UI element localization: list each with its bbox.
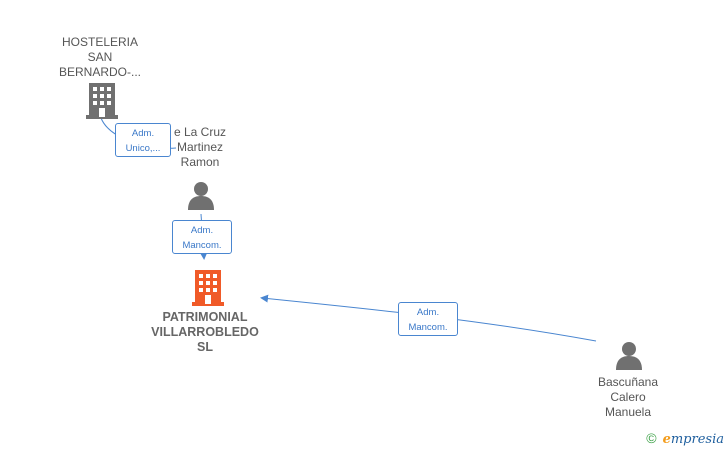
- badge-line: Mancom.: [182, 240, 222, 251]
- person-icon[interactable]: [186, 180, 216, 215]
- badge-line: Mancom.: [408, 322, 448, 333]
- label-line: SAN: [87, 50, 113, 64]
- edge-label-adm-mancom-2[interactable]: Adm. Mancom.: [398, 302, 458, 336]
- label-line: SL: [197, 340, 213, 354]
- label-line: HOSTELERIA: [61, 35, 139, 49]
- badge-line: Adm.: [131, 128, 155, 139]
- person-icon[interactable]: [614, 340, 644, 375]
- edge-label-adm-unico[interactable]: Adm. Unico,...: [115, 123, 171, 157]
- building-icon[interactable]: [192, 270, 224, 311]
- label-line: Martinez: [176, 140, 223, 154]
- label-line: Bascuñana: [597, 375, 659, 389]
- label-line: Ramon: [180, 155, 220, 169]
- edge-label-adm-mancom-1[interactable]: Adm. Mancom.: [172, 220, 232, 254]
- label-line: BERNARDO-...: [58, 65, 141, 79]
- node-hosteleria-label: HOSTELERIA SAN BERNARDO-...: [52, 35, 148, 80]
- badge-line: Adm.: [416, 307, 440, 318]
- node-delacruz-label: e La Cruz Martinez Ramon: [160, 125, 240, 170]
- node-bascunana-label: Bascuñana Calero Manuela: [586, 375, 670, 420]
- label-line: e La Cruz: [173, 125, 227, 139]
- empresia-watermark: © empresia: [646, 430, 724, 447]
- brand-rest: mpresia: [670, 432, 724, 447]
- label-line: VILLARROBLEDO: [151, 325, 259, 339]
- copyright-icon: ©: [646, 430, 657, 446]
- brand-initial: e: [662, 432, 671, 447]
- label-line: Manuela: [604, 405, 652, 419]
- badge-line: Unico,...: [125, 143, 161, 154]
- label-line: PATRIMONIAL: [162, 310, 248, 324]
- badge-line: Adm.: [190, 225, 214, 236]
- building-icon[interactable]: [86, 83, 118, 124]
- node-patrimonial-label: PATRIMONIAL VILLARROBLEDO SL: [140, 310, 270, 355]
- label-line: Calero: [610, 390, 646, 404]
